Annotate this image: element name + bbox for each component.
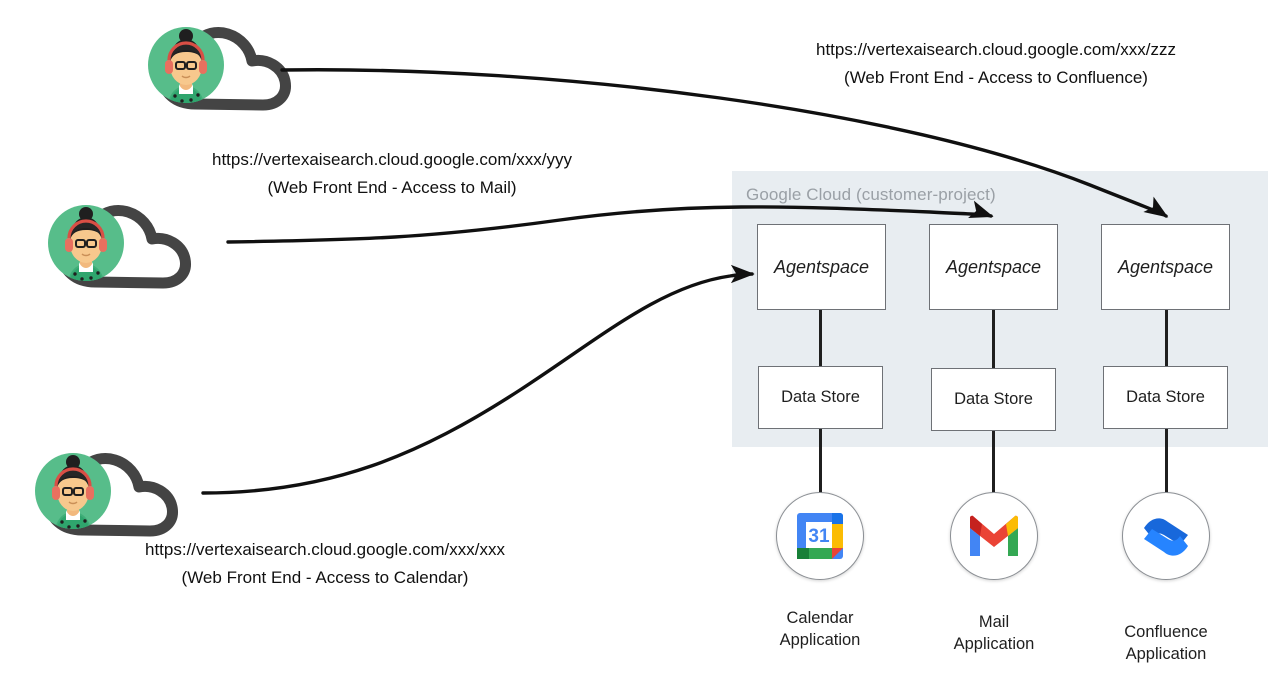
connector-agentspace-datastore-confluence	[1165, 308, 1168, 370]
app-label-line2: Application	[953, 635, 1035, 654]
datastore-box-confluence[interactable]: Data Store	[1103, 366, 1228, 429]
agentspace-box-mail[interactable]: Agentspace	[929, 224, 1058, 310]
url-subtext: (Web Front End - Access to Confluence)	[844, 67, 1148, 87]
connector-agentspace-datastore-mail	[992, 308, 995, 370]
app-label-calendar: Calendar Application	[735, 607, 905, 652]
arrow-calendar-user-to-agentspace	[201, 264, 755, 495]
calendar-day-number: 31	[808, 526, 830, 547]
app-circle-confluence[interactable]	[1122, 492, 1210, 580]
google-calendar-icon: 31	[797, 513, 843, 559]
datastore-label: Data Store	[954, 390, 1033, 408]
app-label-line2: Application	[779, 631, 861, 650]
datastore-label: Data Store	[1126, 388, 1205, 406]
google-cloud-region-label: Google Cloud (customer-project)	[746, 185, 996, 204]
datastore-label: Data Store	[781, 388, 860, 406]
agentspace-label: Agentspace	[1117, 256, 1214, 277]
avatar	[148, 27, 224, 103]
app-label-line1: Calendar	[786, 609, 854, 627]
avatar	[35, 453, 111, 529]
url-subtext: (Web Front End - Access to Mail)	[267, 177, 517, 197]
url-subtext: (Web Front End - Access to Calendar)	[181, 567, 469, 587]
url-caption-confluence: https://vertexaisearch.cloud.google.com/…	[786, 36, 1206, 91]
app-circle-mail[interactable]	[950, 492, 1038, 580]
user-group-mail[interactable]	[45, 200, 250, 300]
url-text: https://vertexaisearch.cloud.google.com/…	[145, 540, 505, 559]
datastore-box-mail[interactable]: Data Store	[931, 368, 1056, 431]
connector-agentspace-datastore-calendar	[819, 308, 822, 370]
agentspace-box-calendar[interactable]: Agentspace	[757, 224, 886, 310]
confluence-icon	[1144, 518, 1188, 556]
app-label-line1: Confluence	[1124, 623, 1208, 641]
app-label-line2: Application	[1125, 645, 1207, 664]
agentspace-label: Agentspace	[945, 256, 1042, 277]
connector-datastore-app-calendar	[819, 427, 822, 493]
url-caption-mail: https://vertexaisearch.cloud.google.com/…	[182, 146, 602, 201]
user-group-confluence[interactable]	[145, 22, 350, 122]
agentspace-label: Agentspace	[773, 256, 870, 277]
datastore-box-calendar[interactable]: Data Store	[758, 366, 883, 429]
connector-datastore-app-confluence	[1165, 427, 1168, 493]
avatar	[48, 205, 124, 281]
user-group-calendar[interactable]	[32, 448, 237, 548]
url-text: https://vertexaisearch.cloud.google.com/…	[212, 150, 572, 169]
url-caption-calendar: https://vertexaisearch.cloud.google.com/…	[115, 536, 535, 591]
url-text: https://vertexaisearch.cloud.google.com/…	[816, 40, 1176, 59]
app-label-mail: Mail Application	[909, 611, 1079, 656]
gmail-icon	[969, 515, 1019, 556]
app-label-confluence: Confluence Application	[1081, 621, 1251, 666]
connector-datastore-app-mail	[992, 427, 995, 493]
agentspace-box-confluence[interactable]: Agentspace	[1101, 224, 1230, 310]
app-label-line1: Mail	[978, 613, 1010, 631]
app-circle-calendar[interactable]: 31	[776, 492, 864, 580]
